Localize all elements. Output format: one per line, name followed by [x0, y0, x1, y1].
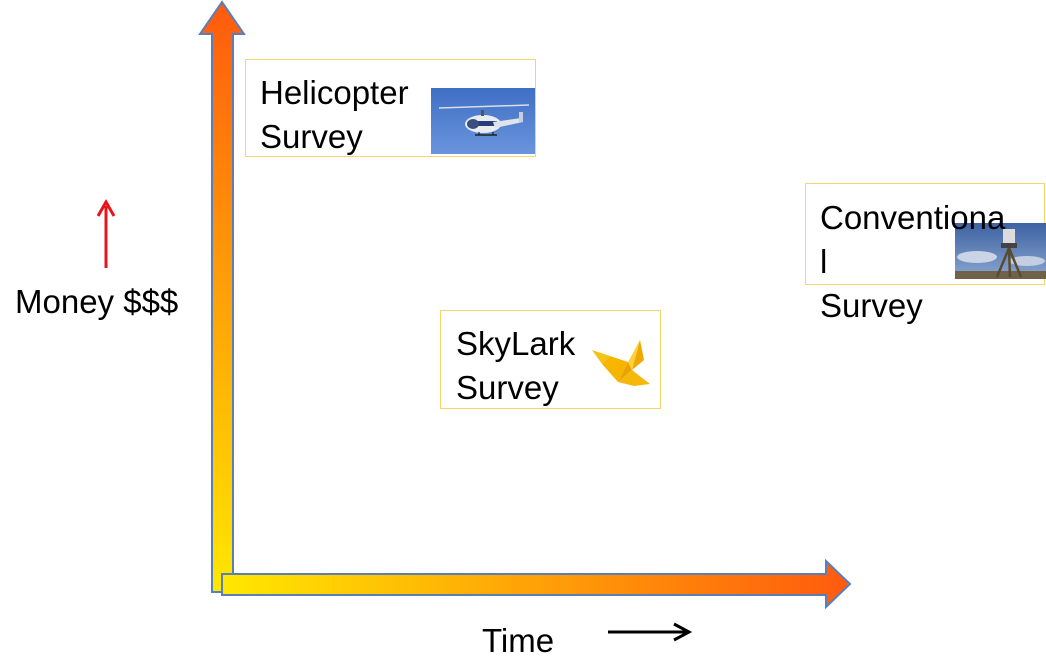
surveying-tripod-photo [955, 223, 1046, 279]
skylark-survey-box [440, 310, 661, 409]
money-up-arrow [96, 198, 116, 268]
y-axis-label: Money $$$ [15, 283, 179, 320]
origami-bird-icon [588, 334, 652, 392]
skylark-survey-label: SkyLark Survey [456, 325, 576, 406]
y-axis-arrow [198, 0, 246, 593]
helicopter-photo [431, 88, 535, 154]
time-right-arrow [608, 622, 693, 642]
x-axis-label: Time [482, 622, 555, 659]
helicopter-survey-label: Helicopter Survey [260, 74, 409, 155]
conventional-survey-label: Conventiona l Survey [820, 199, 1006, 324]
x-axis-arrow [221, 558, 852, 610]
